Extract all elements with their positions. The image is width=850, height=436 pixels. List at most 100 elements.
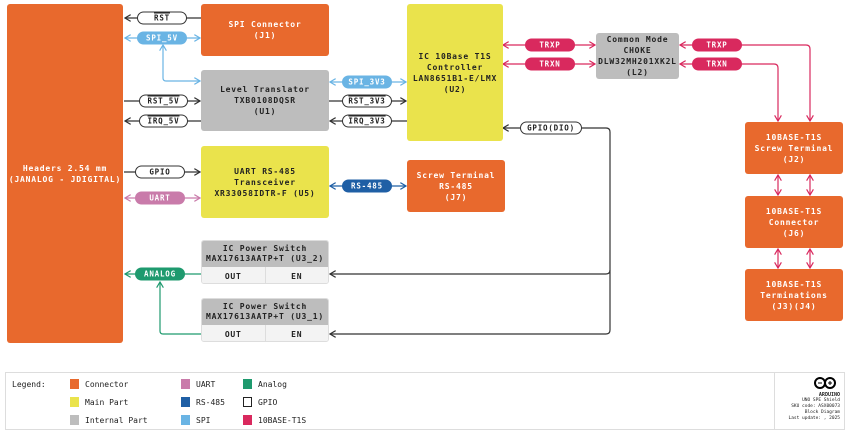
- j2-sub: Screw Terminal: [754, 143, 834, 153]
- choke-part: DLW32MH201XK2L: [598, 57, 677, 66]
- signal-rst-label: RST: [154, 13, 170, 23]
- headers-sub: (JANALOG - JDIGITAL): [8, 174, 122, 184]
- j2-ref: (J2): [782, 154, 806, 164]
- spi-connector-title: SPI Connector: [228, 20, 302, 29]
- analog-u31-line: [160, 282, 201, 335]
- signal-rs485: RS-485: [342, 179, 392, 193]
- gpio-dio-line: [330, 140, 611, 334]
- signal-trxp-left: TRXP: [525, 38, 575, 52]
- j6-ref: (J6): [782, 228, 806, 238]
- legend-swatch: [243, 379, 252, 389]
- trxn-right-line: [680, 64, 778, 121]
- choke-title: Common Mode: [606, 35, 669, 44]
- legend-item: Analog: [243, 379, 287, 389]
- legend-label: UART: [196, 379, 216, 389]
- footer-doc: Block Diagram: [804, 410, 840, 415]
- ps1-en-pin: EN: [291, 329, 303, 339]
- j4-ref: (J3)(J4): [771, 301, 817, 311]
- ctrl-part: LAN8651B1-E/LMX: [412, 73, 498, 83]
- st-sub: RS-485: [439, 181, 473, 191]
- signal-gpio-dio: GPIO(DIO): [520, 121, 582, 135]
- ps1-out-pin: OUT: [202, 325, 266, 341]
- signal-irq-5v-label: IRQ_5V: [147, 116, 180, 126]
- spi-connector-block: SPI Connector(J1): [201, 4, 329, 56]
- legend-swatch: [181, 379, 190, 389]
- lt-part: TXB0108DQSR: [234, 96, 296, 105]
- gpio-dio-top: [503, 128, 611, 140]
- signal-irq-3v3-label: IRQ_3V3: [348, 116, 386, 126]
- legend-label: Internal Part: [85, 415, 148, 425]
- j4-sub: Terminations: [760, 290, 828, 300]
- choke-ref: (L2): [626, 68, 649, 77]
- ps2-out-pin: OUT: [202, 267, 266, 283]
- signal-trxn-right: TRXN: [692, 57, 742, 71]
- signal-rst-3v3: RST_3V3: [342, 94, 392, 108]
- signal-rst: RST: [137, 11, 187, 25]
- signal-gpio: GPIO: [135, 165, 185, 179]
- legend-title: Legend:: [12, 380, 46, 389]
- ut-part: XR33058IDTR-F (U5): [214, 188, 316, 198]
- legend-label: GPIO: [258, 397, 278, 407]
- j6-title: 10BASE-T1S: [765, 206, 823, 216]
- signal-analog: ANALOG: [135, 267, 185, 281]
- legend-swatch: [70, 379, 79, 389]
- signal-spi-3v3: SPI_3V3: [342, 75, 392, 89]
- j4-title: 10BASE-T1S: [765, 279, 823, 289]
- arduino-logo-icon: [814, 377, 836, 389]
- legend-item: Main Part: [70, 397, 128, 407]
- ut-title: UART RS-485: [234, 166, 296, 176]
- legend-item: Internal Part: [70, 415, 148, 425]
- ctrl-title: IC 10Base T1S: [418, 51, 492, 61]
- signal-rst-3v3-label: RST_3V3: [348, 96, 386, 106]
- st-ref: (J7): [444, 192, 468, 202]
- legend-label: 10BASE-T1S: [258, 415, 307, 425]
- ut-sub: Transceiver: [234, 177, 296, 187]
- footer-product: UNO SPE Shield: [802, 398, 840, 403]
- footer-sku: SKU code: ASX00073: [791, 404, 840, 409]
- j2-title: 10BASE-T1S: [765, 132, 823, 142]
- ps1-part: MAX17613AATP+T (U3_1): [206, 312, 324, 321]
- legend-label: Connector: [85, 379, 129, 389]
- legend-swatch: [243, 415, 252, 425]
- ps2-part: MAX17613AATP+T (U3_2): [206, 254, 324, 263]
- legend-label: RS-485: [196, 397, 225, 407]
- legend-item: GPIO: [243, 397, 277, 407]
- lt-ref: (U1): [253, 107, 277, 116]
- legend-item: 10BASE-T1S: [243, 415, 306, 425]
- signal-trxn-left: TRXN: [525, 57, 575, 71]
- legend-item: RS-485: [181, 397, 225, 407]
- legend-item: UART: [181, 379, 215, 389]
- signal-uart: UART: [135, 191, 185, 205]
- signal-spi-5v: SPI_5V: [137, 31, 187, 45]
- legend-swatch: [181, 415, 190, 425]
- gpio-dio-branch: [330, 269, 611, 274]
- legend-swatch: [70, 415, 79, 425]
- st-title: Screw Terminal: [416, 170, 496, 180]
- spi-5v-translator-line: [163, 45, 200, 81]
- signal-irq-3v3: IRQ_3V3: [342, 114, 392, 128]
- footer-updated: Last update: , 2025: [788, 416, 840, 421]
- footer-logo: ARDUINO UNO SPE Shield SKU code: ASX0007…: [774, 373, 844, 429]
- legend-swatch: [243, 397, 252, 407]
- legend-swatch: [70, 397, 79, 407]
- trxp-right-line: [680, 45, 810, 121]
- legend-label: SPI: [196, 415, 211, 425]
- ps2-title: IC Power Switch: [222, 244, 308, 253]
- footer-brand: ARDUINO: [818, 392, 840, 398]
- headers-block: Headers 2.54 mm(JANALOG - JDIGITAL): [7, 4, 123, 343]
- legend-item: SPI: [181, 415, 210, 425]
- ps2-en-pin: EN: [291, 271, 303, 281]
- signal-rst-5v: RST_5V: [139, 94, 188, 108]
- signal-rst-5v-label: RST_5V: [147, 96, 180, 106]
- lt-title: Level Translator: [220, 85, 310, 94]
